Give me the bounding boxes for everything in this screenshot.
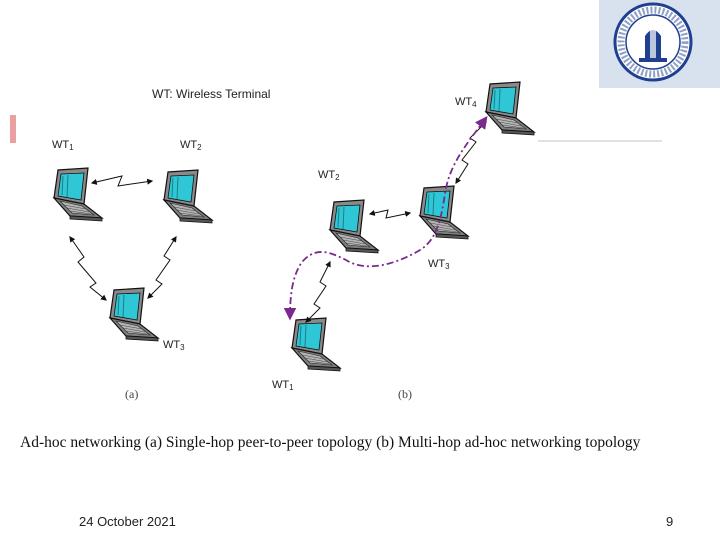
wireless-link-a-2-3: [147, 235, 177, 299]
figure-caption: Ad-hoc networking (a) Single-hop peer-to…: [20, 434, 641, 451]
slide-divider: [538, 140, 662, 142]
label-a-wt1-sub: 1: [69, 143, 74, 152]
label-b-wt1: WT: [272, 379, 289, 391]
label-b-wt2: WT: [318, 169, 335, 181]
label-b-wt3: WT: [428, 258, 445, 270]
svg-text:WT3: WT3: [163, 339, 185, 352]
label-b-wt4: WT: [455, 96, 472, 108]
wireless-link-a-1-3: [69, 236, 107, 301]
svg-text:WT1: WT1: [272, 379, 294, 392]
sublabel-b: (b): [398, 387, 412, 401]
laptop-icon: [419, 185, 469, 240]
label-a-wt1: WT: [52, 139, 69, 151]
university-seal-icon: [613, 2, 693, 82]
footer-date: 24 October 2021: [79, 514, 176, 529]
laptop-icon: [485, 81, 535, 136]
svg-text:WT3: WT3: [428, 258, 450, 271]
laptop-icon: [291, 317, 341, 372]
university-logo: [599, 0, 720, 88]
wireless-link-a-1-2: [90, 175, 154, 187]
sublabel-a: (a): [125, 387, 138, 401]
laptop-icon: [53, 167, 103, 222]
label-b-wt3-sub: 3: [445, 262, 450, 271]
wireless-link-b-3-4: [455, 121, 487, 185]
svg-text:WT4: WT4: [455, 96, 477, 109]
label-b-wt1-sub: 1: [289, 383, 294, 392]
laptop-icon: [163, 169, 213, 224]
multi-hop-route: [283, 115, 488, 321]
wireless-link-b-2-1: [305, 260, 331, 323]
svg-text:WT2: WT2: [318, 169, 340, 182]
laptop-icon: [329, 199, 379, 254]
label-a-wt3-sub: 3: [180, 343, 185, 352]
svg-text:WT1: WT1: [52, 139, 74, 152]
slide-accent-bar: [10, 115, 16, 143]
page-number: 9: [666, 514, 674, 529]
label-a-wt2: WT: [180, 139, 197, 151]
wireless-link-b-2-3: [368, 209, 412, 219]
laptop-icon: [109, 287, 159, 342]
label-b-wt4-sub: 4: [472, 100, 477, 109]
svg-text:WT2: WT2: [180, 139, 202, 152]
label-b-wt2-sub: 2: [335, 173, 340, 182]
label-a-wt3: WT: [163, 339, 180, 351]
label-a-wt2-sub: 2: [197, 143, 202, 152]
legend-title: WT: Wireless Terminal: [152, 87, 270, 101]
